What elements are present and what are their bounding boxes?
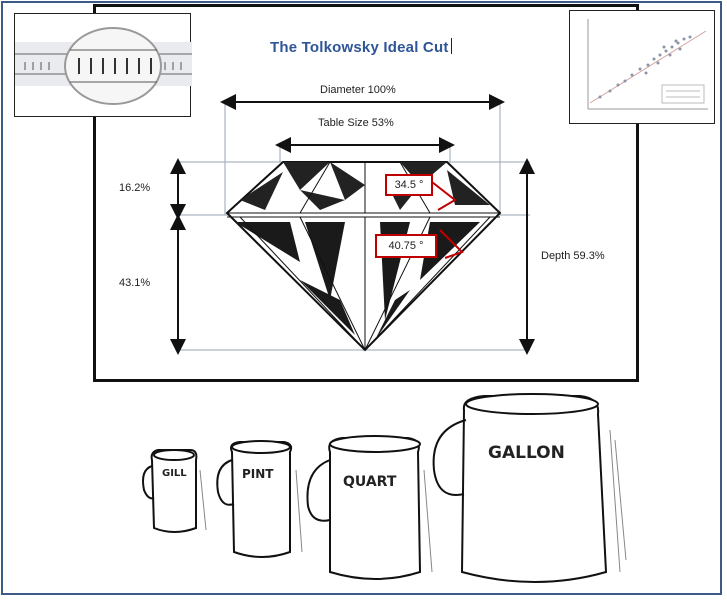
gallon-label: GALLON bbox=[488, 443, 565, 463]
text-cursor bbox=[450, 38, 452, 54]
diagram-title: The Tolkowsky Ideal Cut bbox=[270, 38, 452, 56]
pint-label: PINT bbox=[242, 467, 274, 481]
diameter-label: Diameter 100% bbox=[320, 84, 396, 96]
crown-angle-value: 34.5 ° bbox=[394, 179, 424, 191]
scatter-plot-thumbnail-icon bbox=[587, 19, 708, 110]
total-depth-label: Depth 59.3% bbox=[541, 250, 605, 262]
gill-label: GILL bbox=[162, 468, 187, 479]
angle-markers bbox=[431, 181, 464, 259]
gill-jug bbox=[142, 449, 198, 533]
ruler-magnifier-inset bbox=[14, 13, 192, 117]
ruler-magnifier-icon bbox=[15, 27, 192, 105]
table-size-label: Table Size 53% bbox=[318, 117, 394, 129]
pavilion-angle-box: 40.75 ° bbox=[375, 234, 437, 258]
gallon-jug bbox=[432, 393, 608, 583]
crown-angle-box: 34.5 ° bbox=[385, 174, 433, 196]
crown-height-label: 16.2% bbox=[119, 182, 151, 194]
pavilion-depth-label: 43.1% bbox=[119, 277, 151, 289]
quart-jug bbox=[306, 435, 422, 580]
pint-jug bbox=[216, 440, 293, 558]
pavilion-angle-value: 40.75 ° bbox=[388, 240, 424, 252]
scatter-plot-inset bbox=[569, 10, 715, 124]
quart-label: QUART bbox=[343, 474, 397, 490]
